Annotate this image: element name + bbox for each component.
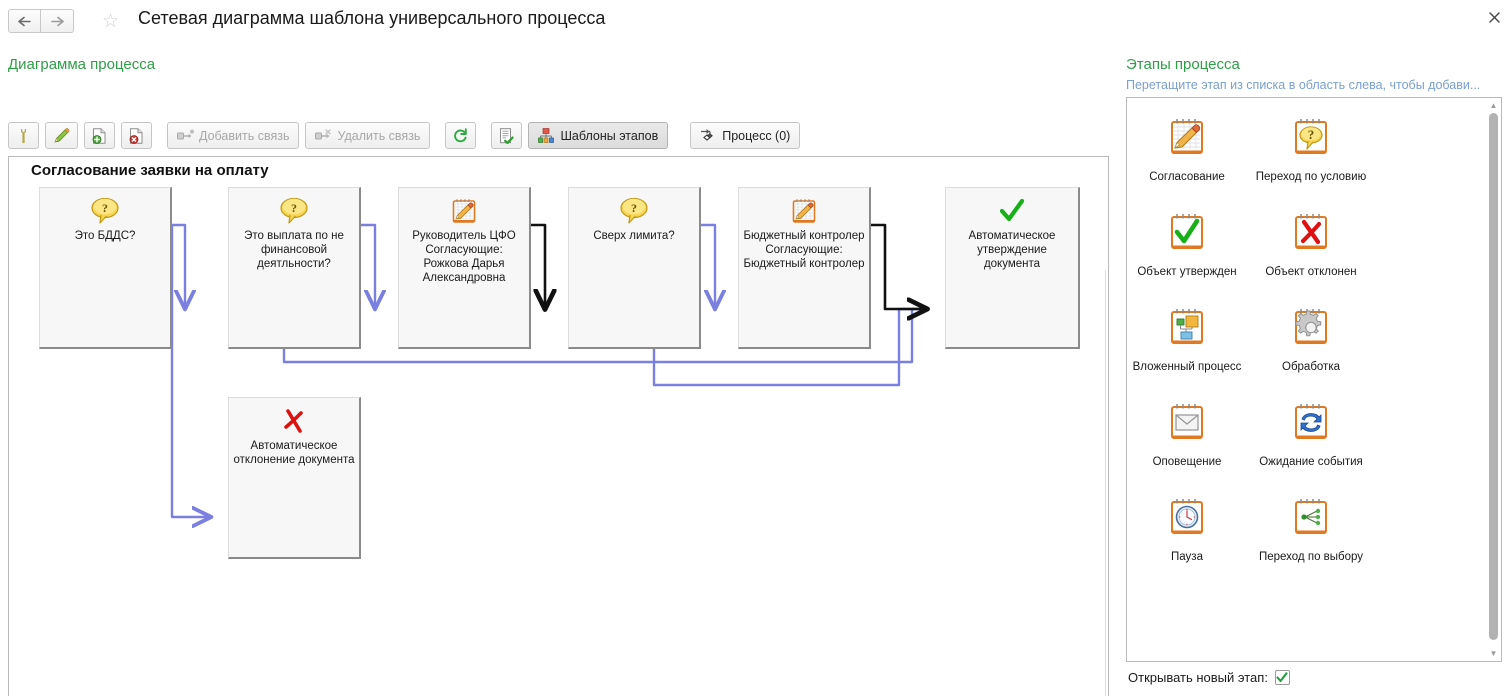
checkmark-icon <box>1276 672 1289 683</box>
palette-item-label: Оповещение <box>1152 456 1222 468</box>
palette-item-label: Пауза <box>1171 551 1203 563</box>
scroll-up-icon[interactable]: ▲ <box>1489 101 1498 110</box>
diagram-node[interactable]: ? Сверх лимита? <box>568 187 701 349</box>
palette-item-label: Вложенный процесс <box>1132 361 1242 373</box>
stages-palette-panel: Согласование ? Переход по условию <box>1126 97 1502 662</box>
delete-stage-button[interactable] <box>121 122 152 149</box>
palette-item-label: Согласование <box>1149 171 1225 183</box>
window-title: Сетевая диаграмма шаблона универсального… <box>138 8 606 28</box>
scroll-up-icon[interactable]: ▲ <box>1108 271 1109 280</box>
back-button[interactable] <box>8 9 41 33</box>
edit-button[interactable] <box>45 122 78 149</box>
process-button[interactable]: Процесс (0) <box>690 122 801 149</box>
branch-notepad-icon <box>1290 496 1332 545</box>
palette-item-soglasovanie[interactable]: Согласование <box>1127 116 1247 184</box>
palette-item-obiekt-utverzhden[interactable]: Объект утвержден <box>1127 211 1247 279</box>
diagram-node-label: Бюджетный контролер Согласующие: Бюджетн… <box>743 230 865 270</box>
palette-item-opoveshchenie[interactable]: Оповещение <box>1127 401 1247 469</box>
palette-vertical-scrollbar[interactable]: ▲ ▼ <box>1487 99 1500 660</box>
subprocess-notepad-icon <box>1166 306 1208 355</box>
stages-panel-hint: Перетащите этап из списка в область слев… <box>1126 78 1481 92</box>
scroll-thumb[interactable] <box>1489 113 1498 640</box>
diagram-node-label: Это БДДС? <box>74 230 136 242</box>
palette-item-obiekt-otklonen[interactable]: Объект отклонен <box>1251 211 1371 279</box>
window-titlebar: ☆ Сетевая диаграмма шаблона универсально… <box>0 0 1511 44</box>
navigation-buttons <box>8 9 74 33</box>
stage-templates-label: Шаблоны этапов <box>560 128 659 143</box>
diagram-section-title: Диаграмма процесса <box>8 56 156 73</box>
palette-item-perehod-po-usloviyu[interactable]: ? Переход по условию <box>1251 116 1371 184</box>
scroll-down-icon[interactable]: ▼ <box>1489 649 1498 658</box>
palette-item-label: Объект утвержден <box>1137 266 1237 278</box>
palette-item-label: Ожидание события <box>1259 456 1363 468</box>
palette-item-label: Переход по выбору <box>1258 551 1364 563</box>
palette-item-pauza[interactable]: Пауза <box>1127 496 1247 564</box>
red-cross-icon <box>279 406 309 436</box>
diagram-node-label: Сверх лимита? <box>593 230 675 242</box>
canvas-vertical-scrollbar[interactable]: ▲ ▼ <box>1105 270 1109 696</box>
scroll-thumb[interactable] <box>1108 283 1109 696</box>
stages-palette: Согласование ? Переход по условию <box>1127 98 1487 661</box>
forward-button[interactable] <box>41 9 74 33</box>
diagram-canvas[interactable]: Согласование заявки на оплату <box>8 156 1109 696</box>
envelope-notepad-icon <box>1166 401 1208 450</box>
diagram-toolbar: Добавить связь Удалить связь <box>8 122 806 149</box>
green-check-icon <box>997 196 1027 226</box>
open-new-stage-label: Открывать новый этап: <box>1128 670 1268 685</box>
svg-text:?: ? <box>631 201 637 215</box>
wait-notepad-icon <box>1290 401 1332 450</box>
stage-templates-button[interactable]: Шаблоны этапов <box>528 122 669 149</box>
check-notepad-icon <box>1166 211 1208 260</box>
report-button[interactable] <box>491 122 523 149</box>
palette-item-label: Переход по условию <box>1255 171 1367 183</box>
palette-item-obrabotka[interactable]: Обработка <box>1251 306 1371 374</box>
add-stage-button[interactable] <box>84 122 115 149</box>
add-link-label: Добавить связь <box>199 128 290 143</box>
diagram-node-label: Руководитель ЦФО Согласующие: Рожкова Да… <box>412 230 516 284</box>
clock-notepad-icon <box>1166 496 1208 545</box>
open-new-stage-row: Открывать новый этап: <box>1128 670 1290 685</box>
close-icon[interactable] <box>1485 8 1503 26</box>
palette-item-perehod-po-vyboru[interactable]: Переход по выбору <box>1251 496 1371 564</box>
diagram-canvas-title: Согласование заявки на оплату <box>31 162 269 179</box>
cross-notepad-icon <box>1290 211 1332 260</box>
diagram-node-label: Автоматическое утверждение документа <box>968 230 1056 270</box>
palette-item-label: Объект отклонен <box>1265 266 1357 278</box>
add-link-button[interactable]: Добавить связь <box>167 122 300 149</box>
diagram-node[interactable]: Автоматическое утверждение документа <box>945 187 1080 349</box>
question-notepad-icon: ? <box>1290 116 1332 165</box>
diagram-pane: Диаграмма процесса <box>0 44 1118 696</box>
process-label: Процесс (0) <box>722 128 791 143</box>
palette-item-vlozhennyj-process[interactable]: Вложенный процесс <box>1127 306 1247 374</box>
palette-item-ozhidanie-sobytiya[interactable]: Ожидание события <box>1251 401 1371 469</box>
delete-link-button[interactable]: Удалить связь <box>305 122 431 149</box>
pencil-notepad-icon <box>1166 116 1208 165</box>
palette-item-label: Обработка <box>1282 361 1340 373</box>
svg-text:?: ? <box>291 201 297 215</box>
stages-panel-title: Этапы процесса <box>1126 56 1240 73</box>
question-bubble-icon: ? <box>619 196 649 226</box>
diagram-node-label: Это выплата по не финансовой деятльности… <box>244 230 344 270</box>
svg-text:?: ? <box>102 201 108 215</box>
pencil-notepad-icon <box>790 196 818 226</box>
diagram-node[interactable]: ? Это БДДС? <box>39 187 172 349</box>
open-new-stage-checkbox[interactable] <box>1274 670 1290 685</box>
refresh-button[interactable] <box>445 122 477 149</box>
gear-notepad-icon <box>1290 306 1332 355</box>
diagram-node[interactable]: Автоматическое отклонение документа <box>228 397 361 559</box>
diagram-connectors <box>162 223 1109 696</box>
diagram-node[interactable]: Бюджетный контролер Согласующие: Бюджетн… <box>738 187 871 349</box>
diagram-node[interactable]: Руководитель ЦФО Согласующие: Рожкова Да… <box>398 187 531 349</box>
question-bubble-icon: ? <box>90 196 120 226</box>
star-icon[interactable]: ☆ <box>102 11 120 32</box>
setup-button[interactable] <box>8 122 39 149</box>
diagram-node-label: Автоматическое отклонение документа <box>233 440 355 466</box>
svg-text:?: ? <box>1308 127 1315 142</box>
pencil-notepad-icon <box>450 196 478 226</box>
diagram-node[interactable]: ? Это выплата по не финансовой деятльнос… <box>228 187 361 349</box>
delete-link-label: Удалить связь <box>337 128 421 143</box>
question-bubble-icon: ? <box>279 196 309 226</box>
